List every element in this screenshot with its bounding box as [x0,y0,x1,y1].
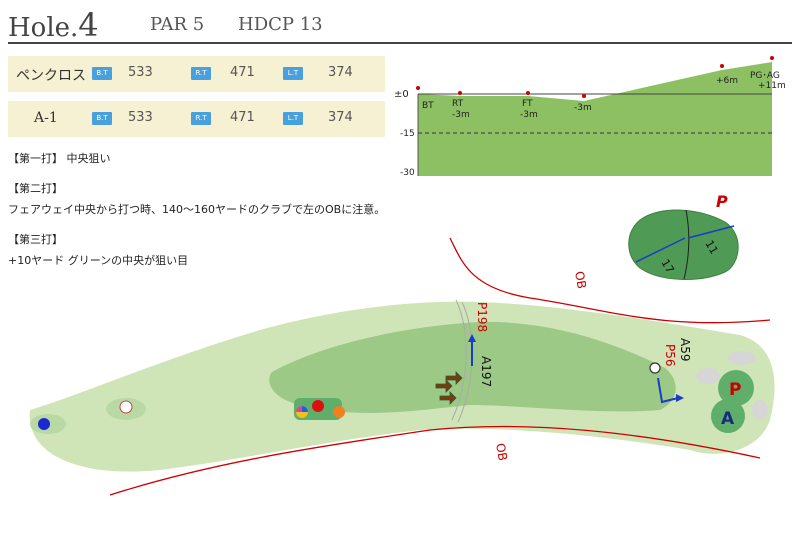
tee-marker-multi-blue [302,406,308,412]
elevation-profile: ±0 -15 -30 BT RT -3m FT -3m -3m +6m PG･A… [394,56,786,178]
shot2-title: 【第二打】 [8,182,63,195]
hole-header: Hole.4 PAR 5 HDCP 13 [0,0,800,44]
yardage-bt: 533 [128,110,153,125]
profile-sub-mid: -3m [574,103,592,113]
ob-label-left: OB [493,442,510,462]
yardage-bt: 533 [128,65,153,80]
tee-badge-lt: L.T [283,67,303,80]
profile-sub-ft: -3m [520,110,538,120]
shot2-note: フェアウェイ中央から打つ時、140〜160ヤードのクラブで左のOBに注意。 [8,203,386,216]
green-detail: 17 11 P [628,192,739,280]
target-point [649,362,661,374]
green-shape [628,209,739,280]
green-a-label: A [721,409,735,429]
ob-line-right [449,237,771,324]
profile-point-mid [582,94,586,98]
shot3-title: 【第三打】 [8,233,63,246]
hdcp-label: HDCP 13 [238,14,323,35]
green-p-label: P [729,380,741,400]
tee-marker-orange [333,406,345,418]
tee-name: ペンクロス [16,68,86,84]
tee-badge-bt: B.T [92,67,112,80]
hole-map: OB OB P198 A197 P56 A59 P A [29,237,775,496]
profile-sub-plus6: +6m [716,76,738,86]
tee-marker-multi-pink [296,406,302,412]
tee-row-a1: A-1 B.T 533 R.T 471 L.T 374 [8,101,385,137]
ob-line-left [109,425,761,496]
profile-point-plus6 [720,64,724,68]
profile-label-bt: BT [422,101,434,111]
shot1-note: 【第一打】 中央狙い [8,152,111,165]
approach-arrow-head [676,394,684,402]
yardage-lt: 374 [328,65,353,80]
hole-title: Hole.4 [8,6,99,44]
y-label-15: -15 [400,129,415,139]
profile-point-bt [416,86,420,90]
green-tier-line [683,209,690,280]
approach-arrow [657,377,679,404]
yardage-rt: 471 [230,65,255,80]
p198-arrow-head [468,334,476,342]
tee-badge-rt: R.T [191,112,211,125]
profile-label-rt: RT [452,99,464,109]
bunker-front [696,368,720,384]
header-divider [8,42,792,44]
profile-point-ft [526,91,530,95]
y-label-zero: ±0 [394,89,409,100]
green-width-label: 11 [702,238,720,257]
shot3-note: +10ヤード グリーンの中央が狙い目 [8,254,189,267]
arrow-icon [439,391,457,405]
tee-badge-lt: L.T [283,112,303,125]
yardage-lt: 374 [328,110,353,125]
profile-point-rt [458,91,462,95]
bunker-rear [728,351,756,365]
green-a [711,399,745,433]
a197-label: A197 [479,356,493,387]
arrow-icon [435,379,453,393]
tee-badge-rt: R.T [191,67,211,80]
p198-label: P198 [475,302,489,332]
profile-point-green [770,56,774,60]
yardage-rt: 471 [230,110,255,125]
tee-marker-red [312,400,324,412]
elevation-area [418,62,772,176]
green-depth-label: 17 [658,257,676,276]
a59-label: A59 [678,338,692,361]
profile-sub-green: +11m [758,81,786,91]
green-depth-arrow [635,237,686,263]
distance-arc-1 [451,299,467,421]
fairway [269,321,676,413]
profile-label-green: PG･AG [750,71,780,81]
p56-label: P56 [663,344,677,367]
tee-name: A-1 [34,110,58,126]
arrow-icon [445,371,463,385]
green-p [718,370,754,406]
profile-label-ft: FT [522,99,533,109]
tee-row-pencross: ペンクロス B.T 533 R.T 471 L.T 374 [8,56,385,92]
profile-sub-rt: -3m [452,110,470,120]
par-label: PAR 5 [150,14,205,35]
tee-marker-white [119,400,133,414]
tee-marker-blue [38,418,50,430]
ob-label-right: OB [572,270,589,290]
tee-badge-bt: B.T [92,112,112,125]
bunker-right [752,400,768,420]
green-width-arrow [687,225,735,239]
layup-arrows [435,371,463,405]
y-label-30: -30 [400,168,415,178]
green-pin-label: P [716,192,728,211]
